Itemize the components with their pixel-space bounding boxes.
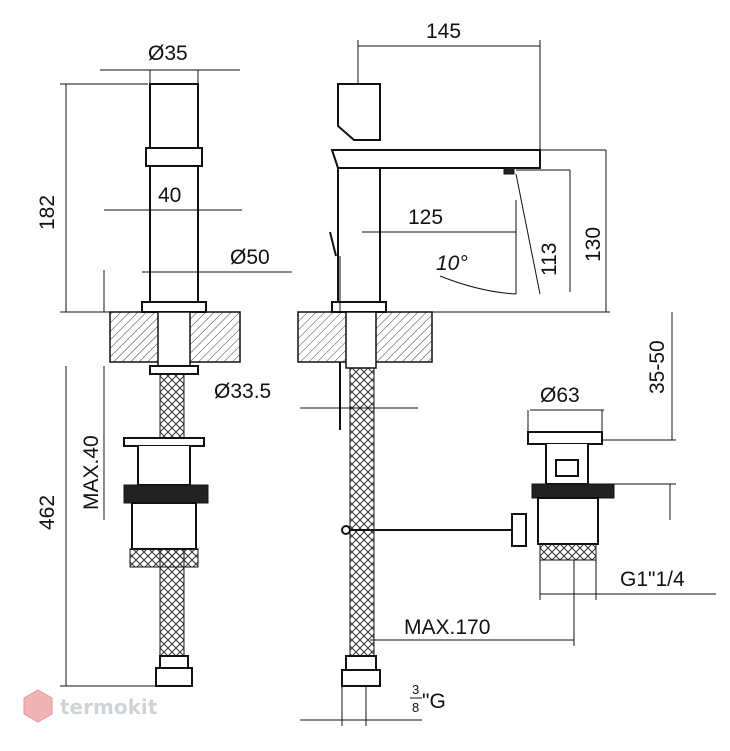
faucet-body-front bbox=[149, 165, 199, 303]
dim-height-35-50: 35-50 bbox=[646, 340, 669, 394]
dim-diameter-63: Ø63 bbox=[540, 384, 580, 407]
spout bbox=[330, 149, 541, 169]
side-view bbox=[297, 40, 610, 726]
dim-max-40: MAX.40 bbox=[80, 435, 103, 510]
hose-side bbox=[349, 367, 375, 657]
dim-width-125: 125 bbox=[408, 206, 443, 229]
lever-handle bbox=[337, 83, 381, 141]
faucet-base-front bbox=[141, 301, 207, 313]
dim-width-145: 145 bbox=[426, 20, 461, 43]
dim-pipe-numerator: 3 bbox=[412, 682, 419, 697]
dim-diameter-50: Ø50 bbox=[230, 246, 270, 269]
waste-top-front bbox=[123, 437, 205, 447]
dim-height-130: 130 bbox=[582, 227, 605, 262]
front-view bbox=[60, 69, 292, 687]
dim-height-462: 462 bbox=[36, 495, 59, 530]
faucet-body-side bbox=[337, 167, 381, 303]
dim-pipe-denominator: 8 bbox=[412, 700, 419, 715]
dim-pipe-suffix: "G bbox=[422, 690, 446, 713]
dim-diameter-33-5: Ø33.5 bbox=[214, 380, 271, 403]
dim-height-113: 113 bbox=[538, 243, 561, 276]
dim-diameter-35: Ø35 bbox=[148, 42, 188, 65]
dim-width-40: 40 bbox=[158, 184, 181, 207]
termokit-logo-icon bbox=[23, 689, 53, 723]
dim-thread-g1-1-4: G1"1/4 bbox=[620, 568, 685, 591]
dim-max-170: MAX.170 bbox=[404, 616, 490, 639]
waste-detail bbox=[511, 312, 716, 600]
waste-cap bbox=[527, 431, 603, 445]
watermark: termokit bbox=[23, 689, 158, 723]
faucet-handle-front bbox=[149, 83, 199, 149]
faucet-collar-front bbox=[145, 147, 203, 167]
dim-height-182: 182 bbox=[36, 195, 59, 230]
watermark-text: termokit bbox=[60, 695, 158, 719]
dim-angle-10: 10° bbox=[436, 252, 468, 275]
